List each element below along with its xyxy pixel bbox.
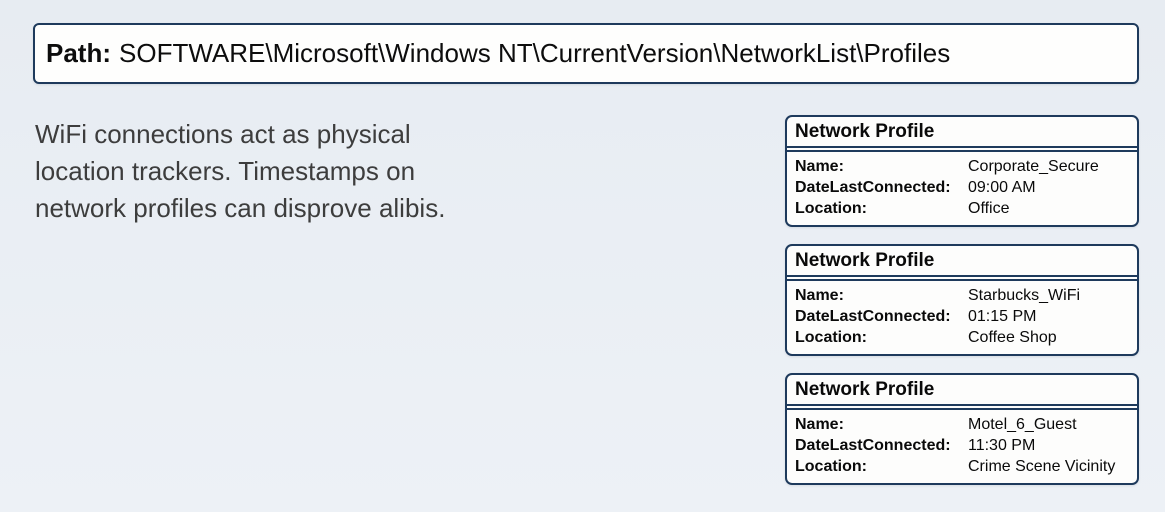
caption-line-3: network profiles can disprove alibis. [35,193,446,223]
profile-cards-column: Network Profile Name: Corporate_Secure D… [785,115,1139,485]
caption-line-1: WiFi connections act as physical [35,119,411,149]
card-body: Name: Corporate_Secure DateLastConnected… [787,150,1137,225]
field-value: 09:00 AM [968,179,1036,196]
field-row-location: Location: Coffee Shop [795,327,1129,348]
field-label: DateLastConnected: [795,308,951,325]
caption-text: WiFi connections act as physical locatio… [35,116,595,227]
registry-path-bar: Path: SOFTWARE\Microsoft\Windows NT\Curr… [33,23,1139,84]
field-row-name: Name: Starbucks_WiFi [795,285,1129,306]
field-row-name: Name: Motel_6_Guest [795,414,1129,435]
field-row-date-last-connected: DateLastConnected: 01:15 PM [795,306,1129,327]
field-label: Name: [795,287,844,304]
field-label: Name: [795,416,844,433]
card-title: Network Profile [787,246,1137,277]
card-body: Name: Starbucks_WiFi DateLastConnected: … [787,279,1137,354]
caption-line-2: location trackers. Timestamps on [35,156,416,186]
field-row-location: Location: Office [795,198,1129,219]
field-value: 01:15 PM [968,308,1037,325]
field-value: Motel_6_Guest [968,416,1077,433]
field-row-date-last-connected: DateLastConnected: 09:00 AM [795,177,1129,198]
field-label: Location: [795,458,867,475]
field-label: Name: [795,158,844,175]
network-profile-card-3: Network Profile Name: Motel_6_Guest Date… [785,373,1139,485]
field-label: Location: [795,200,867,217]
field-label: Location: [795,329,867,346]
card-title: Network Profile [787,117,1137,148]
field-row-name: Name: Corporate_Secure [795,156,1129,177]
field-row-location: Location: Crime Scene Vicinity [795,456,1129,477]
network-profile-card-1: Network Profile Name: Corporate_Secure D… [785,115,1139,227]
card-body: Name: Motel_6_Guest DateLastConnected: 1… [787,408,1137,483]
field-value: Office [968,200,1010,217]
path-label: Path: [46,38,111,68]
field-label: DateLastConnected: [795,437,951,454]
field-value: Starbucks_WiFi [968,287,1081,304]
registry-path-value: SOFTWARE\Microsoft\Windows NT\CurrentVer… [119,38,951,68]
network-profile-card-2: Network Profile Name: Starbucks_WiFi Dat… [785,244,1139,356]
field-value: Corporate_Secure [968,158,1099,175]
field-label: DateLastConnected: [795,179,951,196]
field-value: Crime Scene Vicinity [968,458,1116,475]
card-title: Network Profile [787,375,1137,406]
field-value: Coffee Shop [968,329,1057,346]
field-row-date-last-connected: DateLastConnected: 11:30 PM [795,435,1129,456]
field-value: 11:30 PM [968,437,1036,454]
